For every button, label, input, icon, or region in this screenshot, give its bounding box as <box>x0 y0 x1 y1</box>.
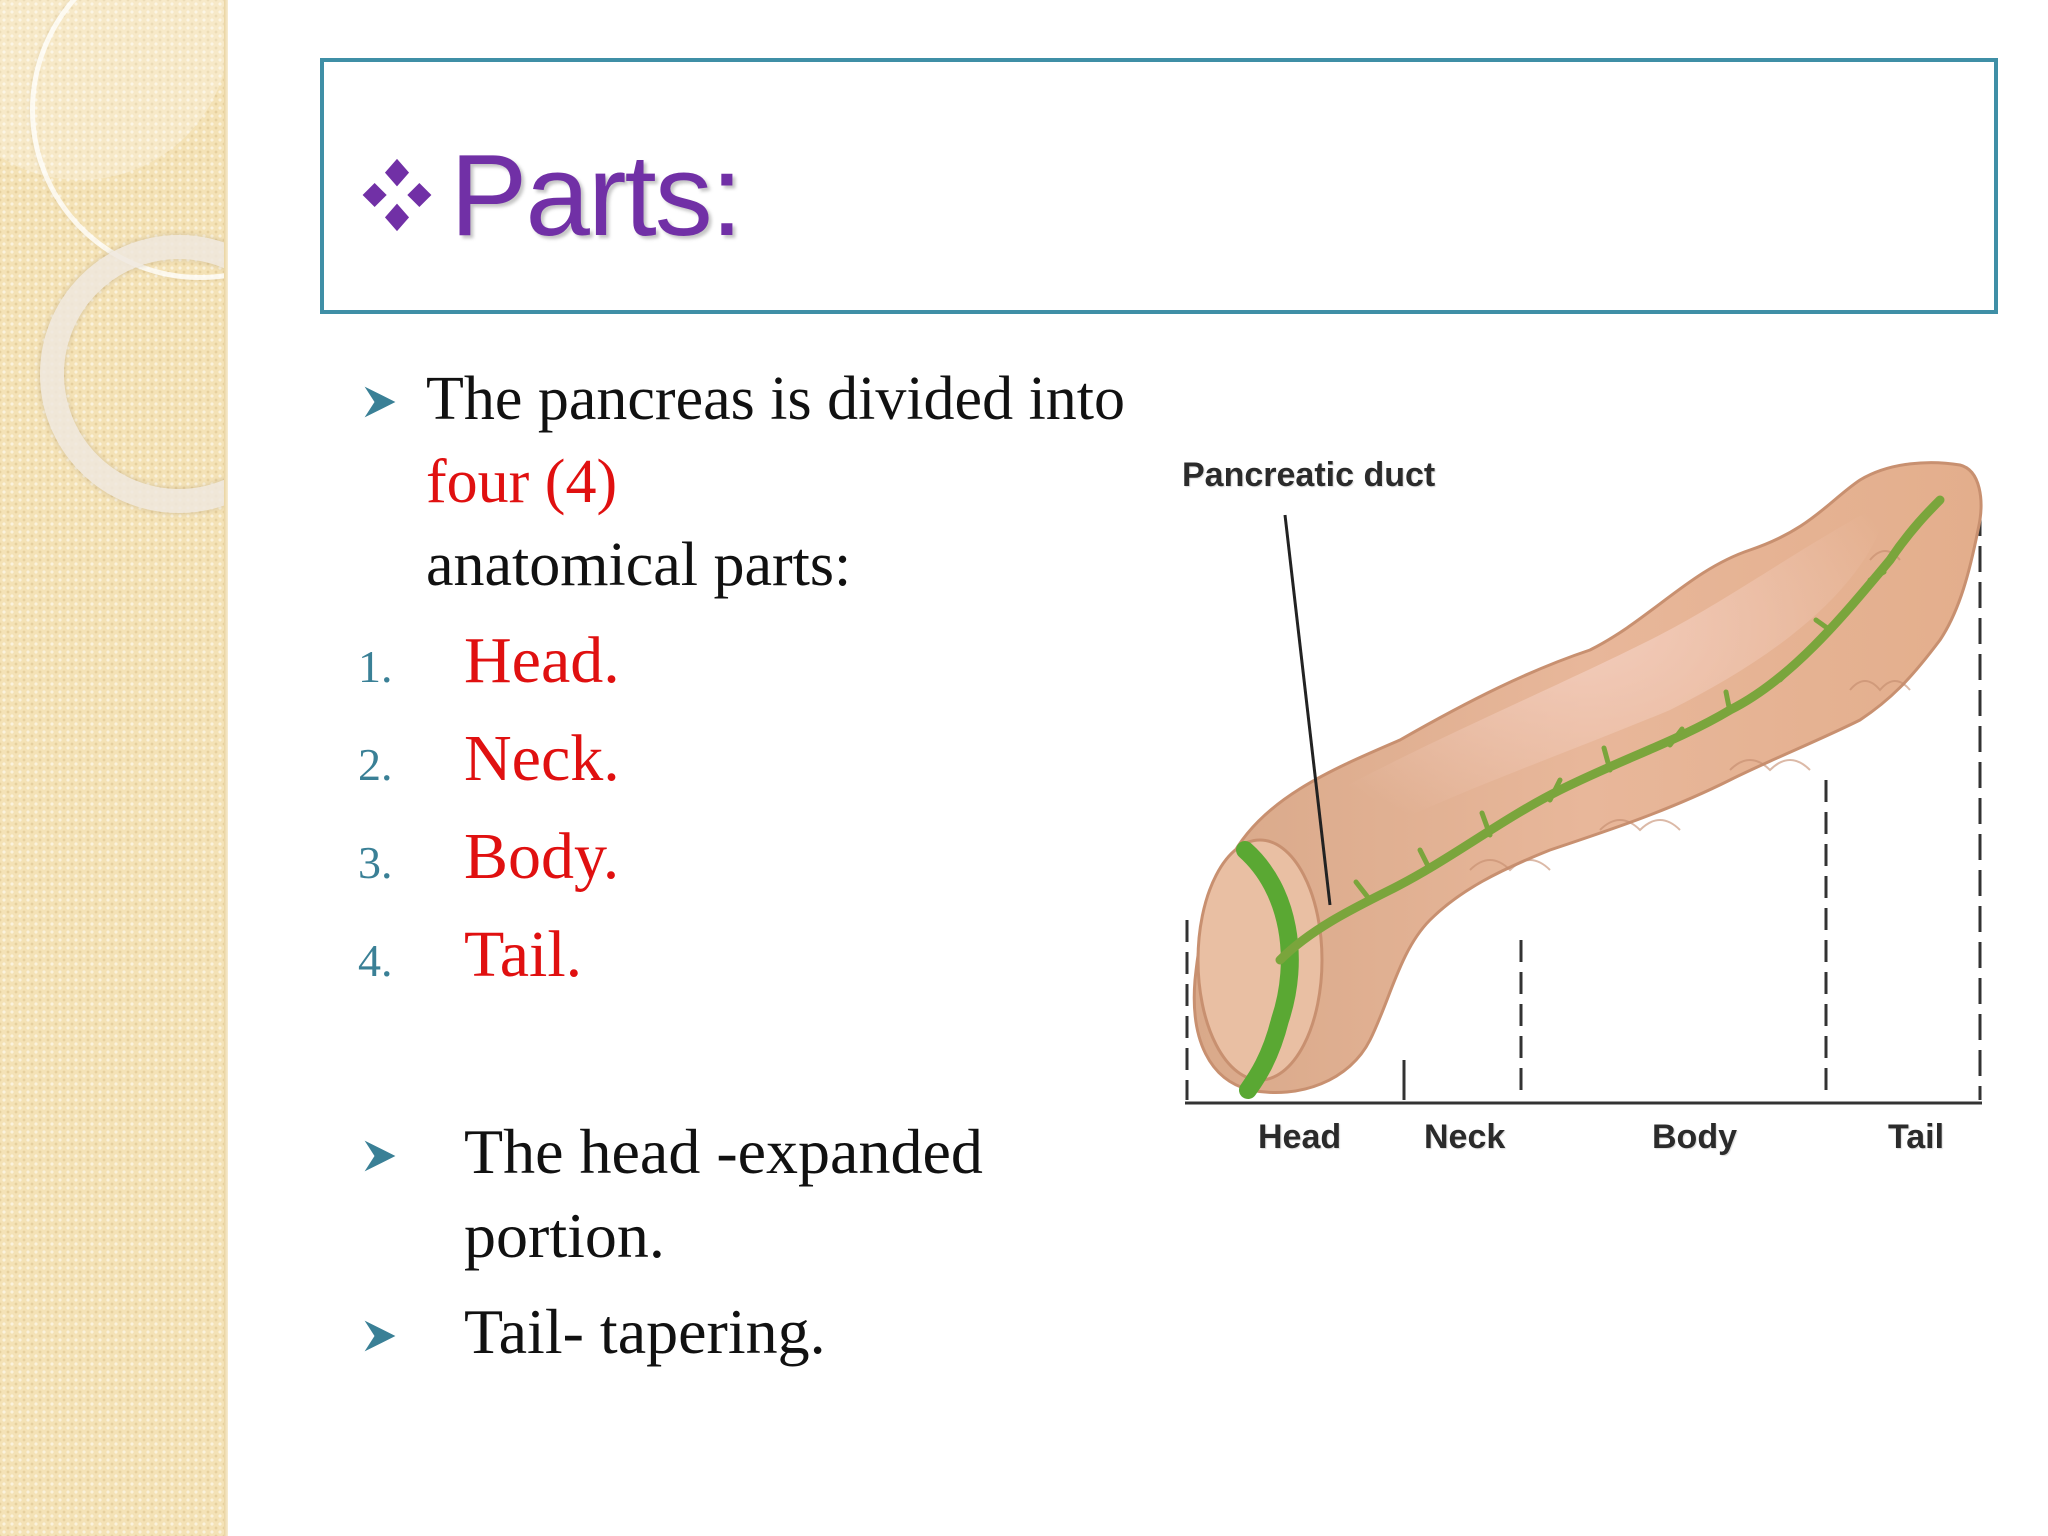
parts-list: 1. Head. 2. Neck. 3. Body. 4. Tail. <box>358 612 1158 1004</box>
part-label: Tail. <box>464 918 583 991</box>
pancreas-highlight <box>1320 500 1890 860</box>
intro-highlight: four (4) <box>426 448 618 516</box>
title-box: Parts: <box>320 58 1998 314</box>
strip-edge <box>224 0 228 1536</box>
list-item: 4. Tail. <box>358 906 1158 1004</box>
title-row: Parts: <box>354 130 743 260</box>
list-number: 1. <box>358 641 393 692</box>
region-label-neck: Neck <box>1424 1118 1506 1156</box>
list-number: 3. <box>358 837 393 888</box>
notes-list: The head -expanded portion. Tail- taperi… <box>358 1110 1158 1374</box>
note-item: The head -expanded portion. <box>358 1110 1158 1278</box>
pancreas-illustration <box>1185 461 1983 1105</box>
part-label: Head. <box>464 624 620 697</box>
pancreatic-duct-label: Pancreatic duct <box>1182 456 1436 494</box>
note-item: Tail- tapering. <box>358 1290 1158 1374</box>
note-text: Tail- tapering. <box>464 1296 826 1367</box>
list-number: 4. <box>358 935 393 986</box>
intro-text-before: The pancreas is divided into <box>426 365 1126 433</box>
region-label-tail: Tail <box>1888 1118 1945 1156</box>
list-number: 2. <box>358 739 393 790</box>
four-diamonds-icon <box>362 158 432 232</box>
list-item: 1. Head. <box>358 612 1158 710</box>
region-label-head: Head <box>1258 1118 1342 1156</box>
list-item: 2. Neck. <box>358 710 1158 808</box>
part-label: Neck. <box>464 722 620 795</box>
arrow-bullet-icon <box>364 1320 396 1352</box>
list-item: 3. Body. <box>358 808 1158 906</box>
slide-title: Parts: <box>450 130 743 260</box>
pancreas-diagram: Pancreatic duct Head Neck Body Tail <box>1170 440 1990 1180</box>
duct-pointer-line <box>1283 514 1332 906</box>
content-text: The pancreas is divided into four (4) an… <box>358 358 1158 1004</box>
arrow-bullet-icon <box>364 386 396 418</box>
arrow-bullet-icon <box>364 1140 396 1172</box>
part-label: Body. <box>464 820 620 893</box>
pancreatic-duct-shape <box>1236 495 1945 1099</box>
intro-text-after: anatomical parts: <box>426 531 852 599</box>
decorative-side-strip <box>0 0 228 1536</box>
region-separators <box>1185 510 1982 1105</box>
decorative-ring <box>40 235 228 513</box>
region-label-body: Body <box>1652 1118 1737 1156</box>
intro-paragraph: The pancreas is divided into four (4) an… <box>358 358 1158 607</box>
note-text: The head -expanded portion. <box>464 1116 983 1271</box>
